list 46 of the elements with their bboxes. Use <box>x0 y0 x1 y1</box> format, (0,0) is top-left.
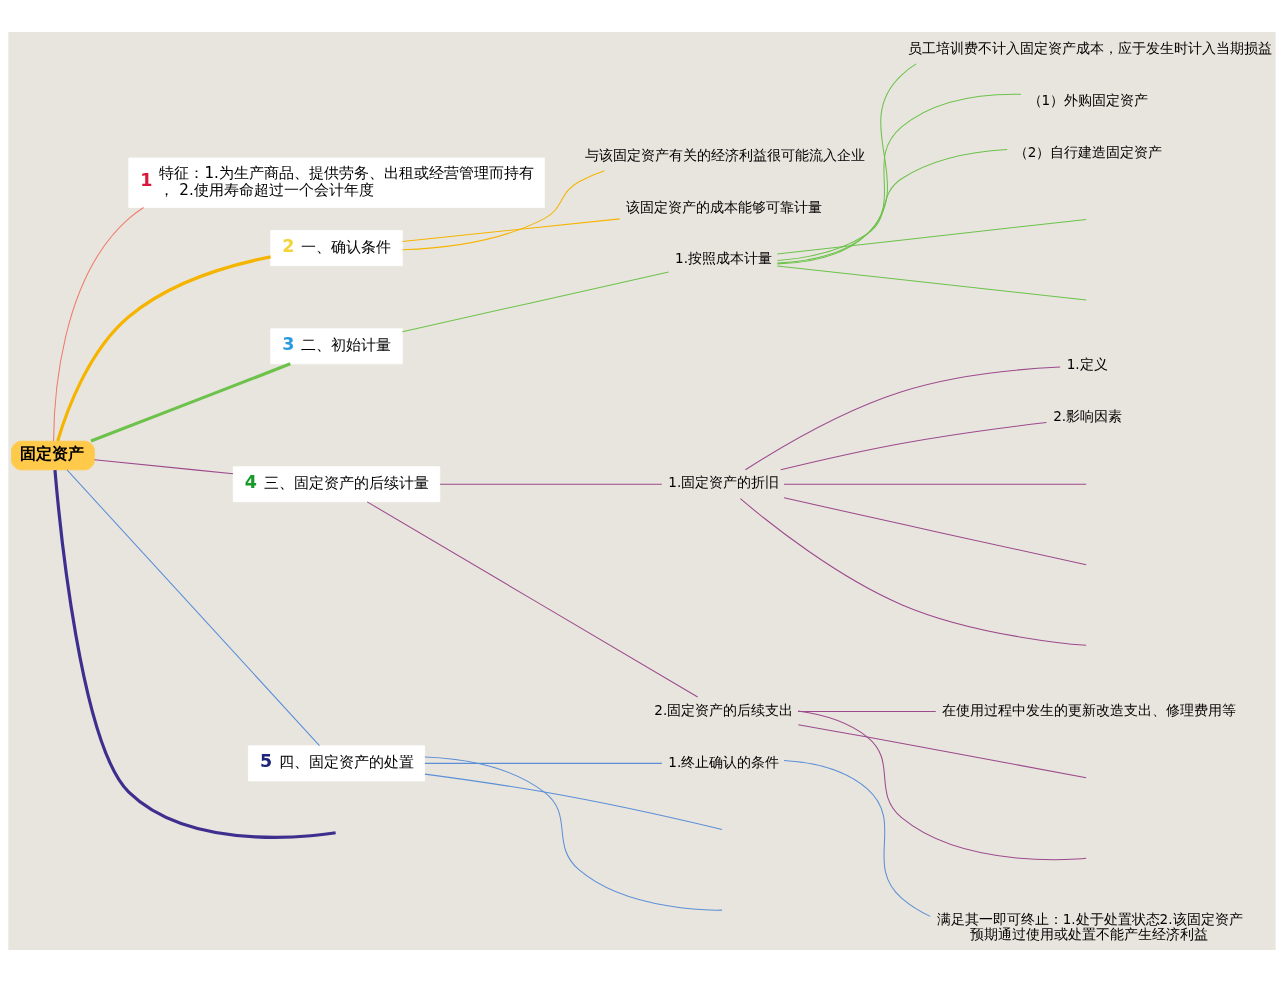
connector <box>776 93 1022 264</box>
connector <box>366 501 699 698</box>
node-text: 1.终止确认的条件 <box>668 753 780 770</box>
connector <box>797 724 1087 779</box>
node-box: 1 特征：1.为生产商品、提供劳务、出租或经营管理而持有， 2.使用寿命超过一个会计年度 <box>128 157 545 208</box>
node-text: （2）自行建造固定资产 <box>1013 143 1163 160</box>
node-text: 该固定资产的成本能够可靠计量 <box>626 198 823 215</box>
connector <box>401 271 670 333</box>
connector <box>56 255 271 442</box>
connector <box>776 265 1087 301</box>
connector <box>66 469 320 747</box>
connector <box>783 483 1087 485</box>
node-text: 1.按照成本计量 <box>675 250 773 267</box>
connector <box>424 762 663 764</box>
node-text: 1.定义 <box>1066 356 1108 373</box>
connector <box>424 773 723 831</box>
connector <box>401 218 621 242</box>
node-box: 2 一、确认条件 <box>270 230 403 267</box>
connector <box>439 483 663 485</box>
node-text: 1.固定资产的折旧 <box>668 474 780 491</box>
node-box: 4 三、固定资产的后续计量 <box>232 466 441 503</box>
connector <box>90 362 291 443</box>
node-box: 固定资产 <box>11 440 95 471</box>
node-text: 2.固定资产的后续支出 <box>654 701 794 718</box>
node-text: 2.影响因素 <box>1053 408 1123 425</box>
connector <box>776 149 1008 261</box>
connector <box>744 366 1061 471</box>
node-text: 与该固定资产有关的经济利益很可能流入企业 <box>584 146 865 163</box>
node-text: 员工培训费不计入固定资产成本，应于发生时计入当期损益 <box>907 39 1272 56</box>
connector <box>739 498 1087 646</box>
node-box: 3 二、初始计量 <box>270 328 403 365</box>
node-box: 5 四、固定资产的处置 <box>248 745 426 782</box>
connector <box>53 469 336 839</box>
node-text: 在使用过程中发生的更新改造支出、修理费用等 <box>942 701 1237 718</box>
node-text: 满足其一即可终止：1.处于处置状态2.该固定资产预期通过使用或处置不能产生经济利益 <box>936 911 1243 943</box>
connector <box>53 207 145 442</box>
connector <box>797 710 1087 861</box>
connector <box>93 459 234 475</box>
node-text: （1）外购固定资产 <box>1027 91 1149 108</box>
connector <box>783 759 931 917</box>
connector <box>776 63 917 265</box>
connector <box>780 422 1047 471</box>
connector <box>424 756 723 911</box>
connector <box>776 218 1087 255</box>
connector <box>402 170 605 251</box>
connector <box>783 497 1087 566</box>
